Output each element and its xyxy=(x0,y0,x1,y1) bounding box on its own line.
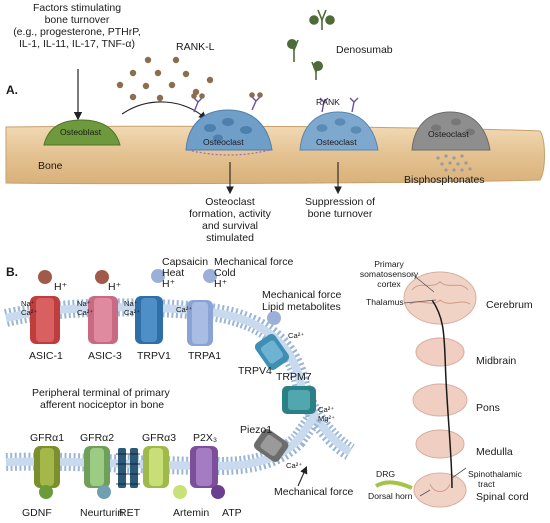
ret-label: RET xyxy=(119,507,140,519)
dorsal-horn-label: Dorsal horn xyxy=(368,491,413,501)
p2x3-label: P2X₃ xyxy=(193,432,218,444)
panel-a-label: A. xyxy=(6,83,18,97)
trpm7-ca: Ca²⁺ xyxy=(318,405,335,414)
atp-label: ATP xyxy=(222,507,242,519)
upper-channels xyxy=(30,296,316,462)
bisphosphonate-particles xyxy=(436,154,472,172)
bone-shaft xyxy=(5,125,545,185)
rankl-label: RANK-L xyxy=(176,41,215,53)
midbrain-label: Midbrain xyxy=(476,355,517,367)
thalamus-label: Thalamus xyxy=(366,297,404,307)
rankl-molecules xyxy=(116,56,214,102)
gfra2-label: GFRα2 xyxy=(80,432,115,444)
medulla-label: Medulla xyxy=(476,446,513,458)
asic1-ca: Ca²⁺ xyxy=(21,308,38,317)
gfra1-label: GFRα1 xyxy=(30,432,65,444)
osteoclast-active xyxy=(185,109,273,151)
mech-force-label: Mechanical force xyxy=(274,486,354,498)
asic3-label: ASIC-3 xyxy=(88,350,122,362)
osteoclast-bisphosphonate xyxy=(411,111,491,151)
asic1-na: Na⁺ xyxy=(21,299,35,308)
asic3-ca: Ca²⁺ xyxy=(77,308,94,317)
cns-diagram xyxy=(374,271,477,508)
pons xyxy=(412,383,468,417)
osteoclast-label-3: Osteoclast xyxy=(428,129,469,139)
osteoblast-cell xyxy=(43,119,121,146)
drg-label: DRG xyxy=(376,469,396,479)
osteoclast-suppressed xyxy=(299,111,379,151)
asic1-hplus: H⁺ xyxy=(54,281,68,293)
artemin-label: Artemin xyxy=(173,507,210,519)
osteoclast-label-2: Osteoclast xyxy=(316,137,357,147)
osteoblast-label: Osteoblast xyxy=(60,127,102,137)
trpm7-label-visible: TRPM7 xyxy=(276,371,312,383)
gdnf-label: GDNF xyxy=(22,507,52,519)
panel-b-membrane xyxy=(3,298,355,476)
spinothalamic-tract xyxy=(431,299,453,489)
denosumab-label: Denosumab xyxy=(336,44,393,56)
piezo1-ca: Ca²⁺ xyxy=(286,461,303,470)
lower-ligands xyxy=(39,485,225,499)
piezo1-label: Piezo1 xyxy=(240,424,273,436)
lower-receptors xyxy=(34,446,218,488)
trpv4-label: TRPV4 xyxy=(238,365,272,377)
cerebrum-label: Cerebrum xyxy=(486,299,533,311)
spinal-cord xyxy=(413,472,467,508)
trpa1-ca: Ca²⁺ xyxy=(176,305,193,314)
trpa1-label: TRPA1 xyxy=(188,350,222,362)
neurturin-label: Neurturin xyxy=(80,507,124,519)
osteoclast-nuclei xyxy=(204,118,252,142)
drg xyxy=(374,480,413,490)
bisphosphonates-label: Bisphosphonates xyxy=(404,174,485,186)
bone-label: Bone xyxy=(38,160,63,172)
asic3-na: Na⁺ xyxy=(77,299,91,308)
mech-force-arrow xyxy=(297,465,308,487)
trpm7-mg: Mg²⁺ xyxy=(318,414,336,423)
medulla xyxy=(415,429,465,459)
upper-ligands xyxy=(38,269,281,325)
panel-b-label: B. xyxy=(6,265,18,279)
rank-label: RANK xyxy=(316,97,340,107)
trpv1-label: TRPV1 xyxy=(137,350,171,362)
denosumab-antibodies xyxy=(286,9,335,80)
gfra3-label: GFRα3 xyxy=(142,432,177,444)
trpv4-ca: Ca²⁺ xyxy=(288,331,305,340)
trpv1-na: Na⁺ xyxy=(124,299,138,308)
asic3-hplus: H⁺ xyxy=(108,281,122,293)
spinal-cord-label: Spinal cord xyxy=(476,491,529,503)
rankl-arrow xyxy=(121,101,207,120)
midbrain xyxy=(415,337,465,367)
trpv1-ca: Ca²⁺ xyxy=(124,308,141,317)
osteoclast-label-1: Osteoclast xyxy=(203,137,244,147)
pons-label: Pons xyxy=(476,402,500,414)
asic1-label: ASIC-1 xyxy=(29,350,63,362)
panel-a-diagram xyxy=(5,9,545,195)
rank-receptors-2 xyxy=(319,97,359,113)
